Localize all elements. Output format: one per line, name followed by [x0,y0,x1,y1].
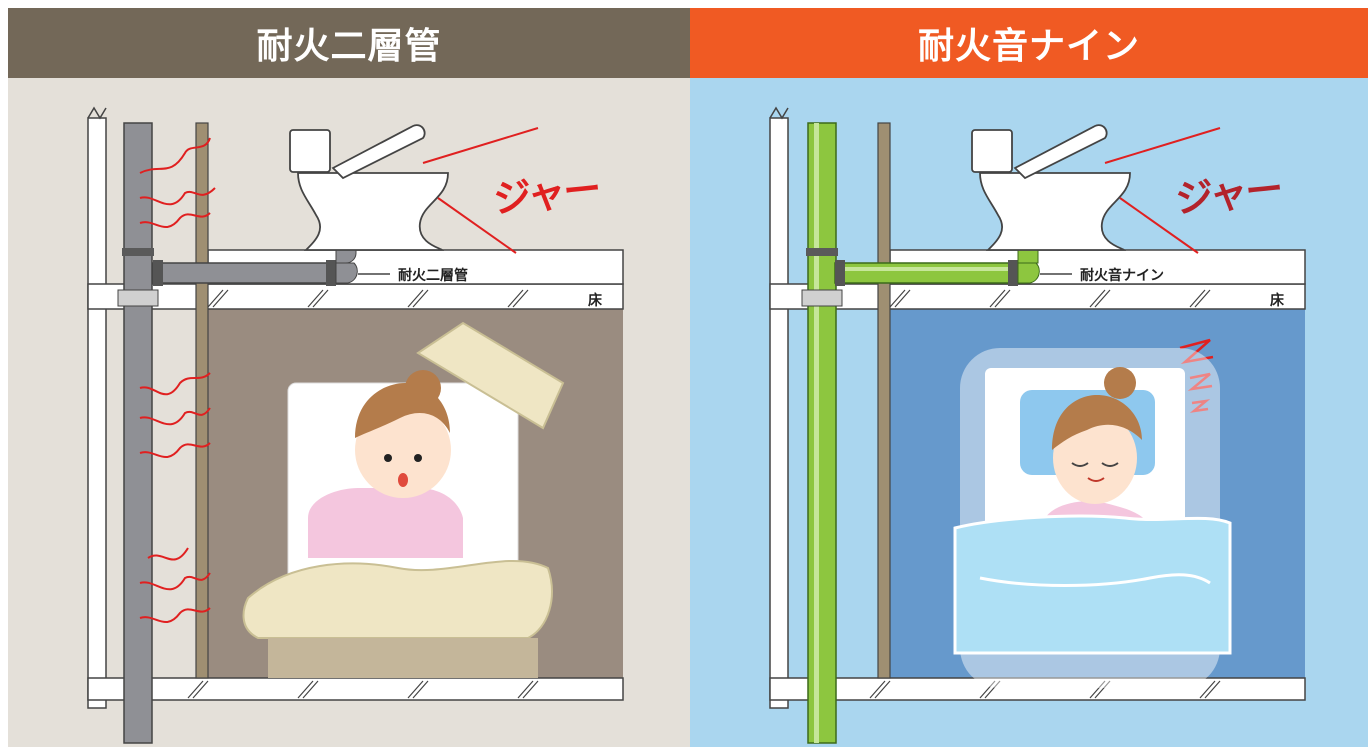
sleep-zzz [1179,338,1214,413]
horizontal-drain-pipe [834,262,1026,284]
left-illustration: 耐火二層管 床 ジャー [8,78,690,747]
lower-floor-slab [87,677,624,701]
toilet [289,124,449,251]
bed-scene-awake [242,321,565,678]
vertical-drain-pipe [807,122,837,744]
right-panel-title: 耐火音ナイン [690,8,1368,78]
right-pipe-label: 耐火音ナイン [1080,268,1164,284]
wall-post [877,122,891,679]
structure-wall [87,117,107,709]
left-panel-title: 耐火二層管 [8,8,690,78]
right-sound-effect: ジャー [1173,166,1284,222]
bed-scene-sleeping [953,348,1232,688]
right-illustration: 耐火音ナイン 床 ジャー [690,78,1368,747]
upper-floor-slab [769,283,1306,310]
right-floor-label: 床 [1270,293,1284,309]
vertical-drain-pipe [123,122,153,744]
left-panel: 耐火二層管 [8,8,690,747]
upper-floor-slab [87,283,624,310]
lower-floor-slab [769,677,1306,701]
left-floor-label: 床 [588,293,602,309]
left-pipe-label: 耐火二層管 [398,268,468,284]
structure-wall [769,117,789,709]
left-sound-effect: ジャー [491,166,602,222]
noise-squiggles [139,137,216,624]
right-panel: 耐火音ナイン [690,8,1368,747]
toilet [971,124,1131,251]
wall-post [195,122,209,679]
horizontal-drain-pipe [152,262,344,284]
